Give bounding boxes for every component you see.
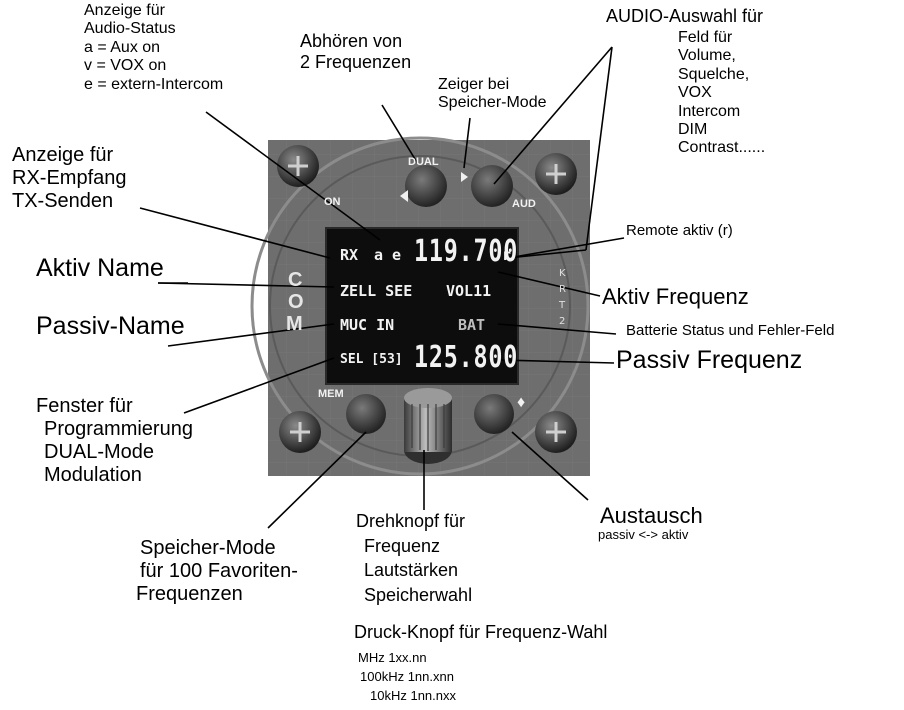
memory-mode-label: Speicher-Mode für 100 Favoriten- Frequen…: [136, 537, 298, 605]
lcd-passive-frequency: 125.800: [414, 340, 519, 375]
rx-tx-label: Anzeige für RX-Empfang TX-Senden: [12, 144, 127, 212]
aud-label: AUD: [512, 198, 536, 210]
mem-button[interactable]: [346, 394, 386, 434]
on-label: ON: [324, 196, 341, 208]
lcd-active-name: ZELL SEE: [340, 282, 413, 300]
lcd-passive-name: MUC IN: [340, 316, 395, 334]
lcd-battery: BAT: [458, 316, 486, 334]
active-name-label: Aktiv Name: [36, 254, 164, 282]
exchange-button[interactable]: [474, 394, 514, 434]
com-letter-m: M: [286, 313, 303, 335]
battery-label: Batterie Status und Fehler-Feld: [626, 322, 835, 339]
screw-icon: [279, 411, 321, 453]
com-letter-o: O: [288, 291, 304, 313]
push-button-label: Druck-Knopf für Frequenz-Wahl: [354, 622, 608, 642]
screw-icon: [277, 145, 319, 187]
knob-label: Drehknopf für Frequenz Lautstärken Speic…: [356, 511, 473, 606]
mem-label: MEM: [318, 388, 344, 400]
lcd-sel: SEL [53]: [340, 352, 403, 367]
audio-select-title: AUDIO-Auswahl für: [606, 6, 764, 26]
screw-icon: [535, 411, 577, 453]
krt-letter-r: R: [559, 284, 566, 295]
passive-name-label: Passiv-Name: [36, 312, 185, 340]
lcd-remote: r: [502, 246, 512, 264]
memory-pointer-label: Zeiger bei Speicher-Mode: [438, 76, 547, 112]
dual-label: DUAL: [408, 156, 439, 168]
lcd-volume: VOL11: [446, 282, 492, 300]
exchange-label: Austausch: [600, 503, 703, 528]
push-button-lines: MHz 1xx.nn 100kHz 1nn.xnn 10kHz 1nn.nxx: [358, 650, 456, 703]
aud-button[interactable]: [471, 165, 513, 207]
rotary-knob[interactable]: [404, 388, 452, 464]
exchange-sub-label: passiv <-> aktiv: [598, 527, 689, 542]
pointer-icon: [461, 172, 468, 182]
com-letter-c: C: [288, 269, 303, 291]
krt-letter-k: K: [559, 268, 566, 279]
krt-letter-t: T: [559, 300, 566, 311]
leader-lines: [139, 46, 625, 529]
active-frequency-label: Aktiv Frequenz: [602, 284, 749, 309]
lcd-screen: [325, 227, 519, 385]
lcd-status: a e: [374, 246, 402, 264]
dual-button[interactable]: [405, 165, 447, 207]
lcd-rx: RX: [340, 246, 359, 264]
krt-letter-2: 2: [559, 316, 566, 327]
program-window-label: Fenster für Programmierung DUAL-Mode Mod…: [36, 395, 193, 486]
bezel-ring: [250, 136, 590, 476]
passive-frequency-label: Passiv Frequenz: [616, 346, 803, 374]
screw-icon: [535, 153, 577, 195]
arrow-left-icon: [400, 190, 408, 202]
dual-listen-label: Abhören von 2 Frequenzen: [300, 31, 412, 72]
remote-label: Remote aktiv (r): [626, 222, 733, 239]
exchange-symbol-icon: ♦: [517, 394, 526, 411]
audio-status-label: Anzeige für Audio-Status a = Aux on v = …: [84, 2, 224, 93]
lcd-active-frequency: 119.700: [414, 234, 519, 269]
audio-select-items: Feld für Volume, Squelche, VOX Intercom …: [678, 29, 766, 157]
